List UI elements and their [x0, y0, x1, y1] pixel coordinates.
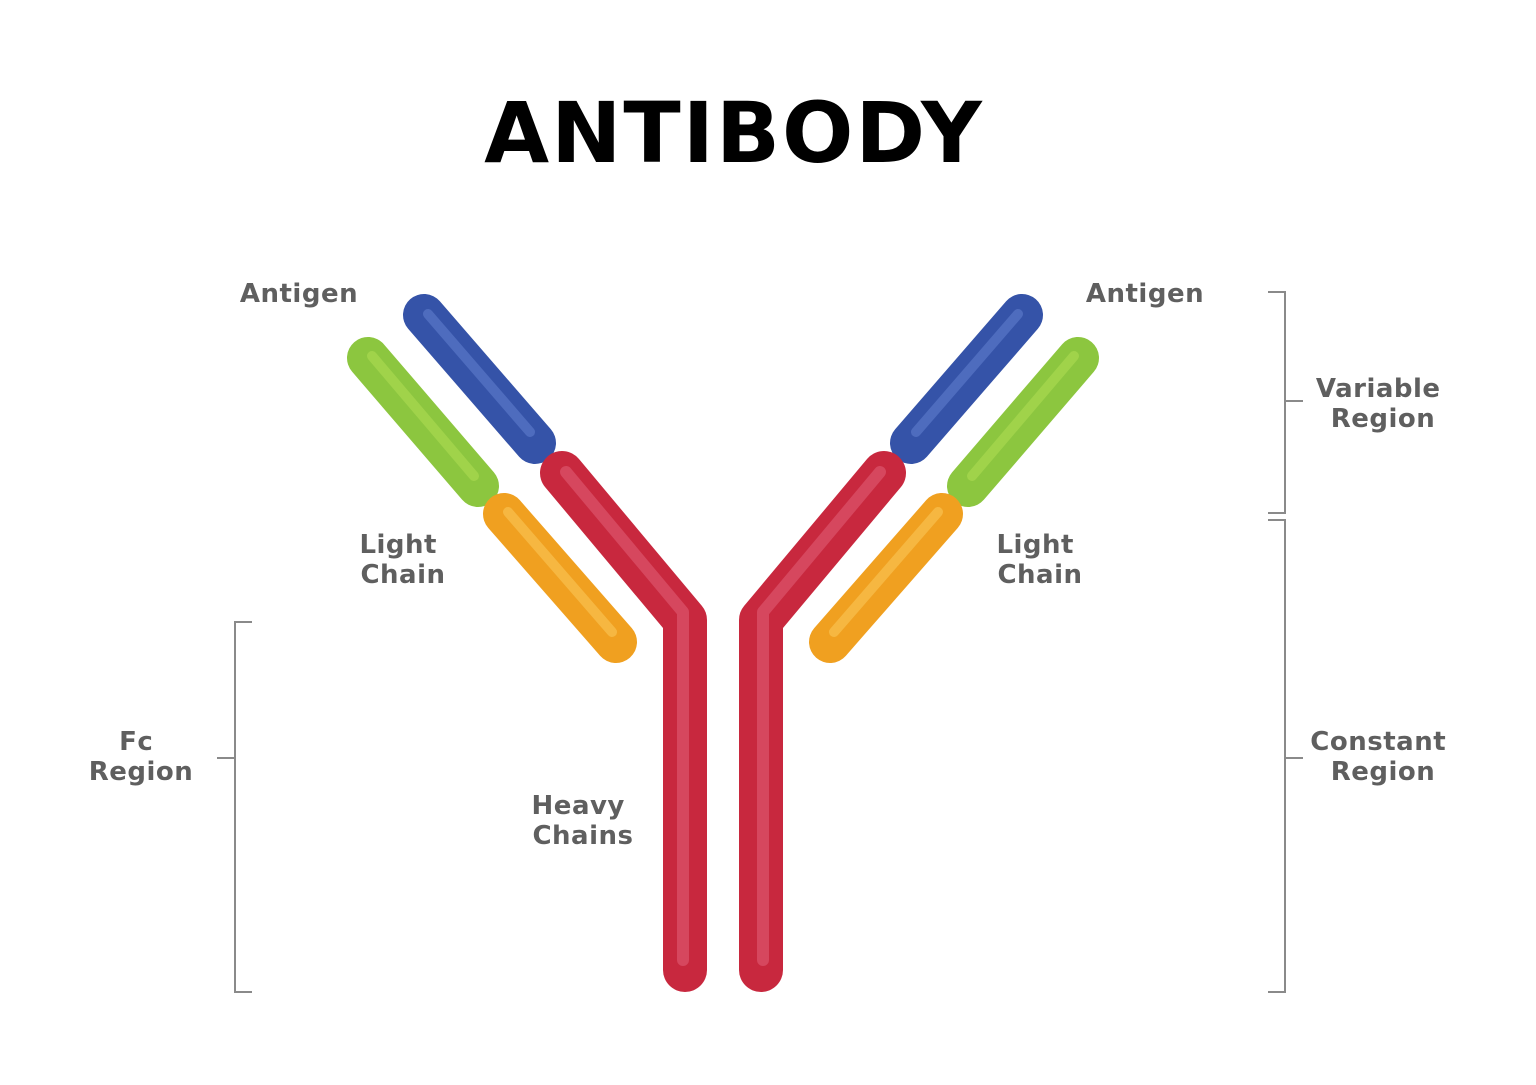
antigen-label-left: Antigen: [240, 279, 358, 309]
constant-region-label: Constant Region: [1310, 727, 1455, 787]
light-chain-label-right: Light Chain: [996, 530, 1083, 590]
diagram-title: ANTIBODY: [484, 84, 984, 182]
antigen-label-right: Antigen: [1086, 279, 1204, 309]
variable-region-bracket: [1268, 291, 1303, 514]
right-arm: [739, 294, 1099, 992]
fc-region-label: Fc Region: [89, 727, 194, 787]
fc-region-bracket: [217, 621, 252, 993]
heavy-chains-label: Heavy Chains: [532, 791, 635, 851]
light-chain-label-left: Light Chain: [359, 530, 446, 590]
constant-region-bracket: [1268, 519, 1303, 993]
variable-region-label: Variable Region: [1316, 374, 1450, 434]
left-arm: [347, 294, 707, 992]
